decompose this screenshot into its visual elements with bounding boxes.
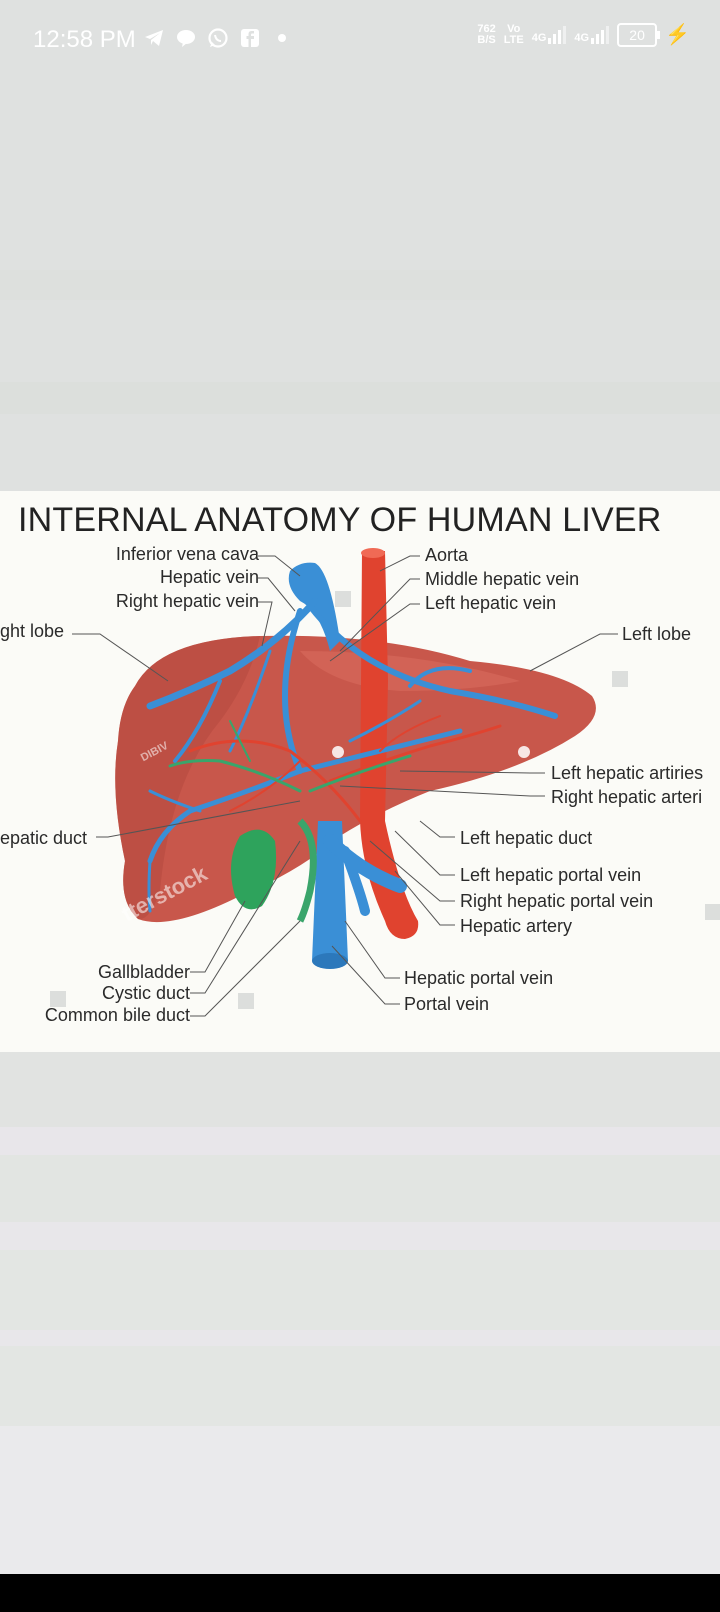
label-gallbladder: Gallbladder: [97, 962, 190, 982]
label-hepatic-artery: Hepatic artery: [460, 916, 573, 936]
background-band: [0, 1127, 720, 1155]
volte-indicator: Vo LTE: [503, 22, 524, 46]
volte-bottom: LTE: [503, 33, 524, 46]
charging-icon: ⚡: [665, 24, 690, 46]
notification-icons: [143, 27, 293, 49]
label-left-hepatic-portal-vein: Left hepatic portal vein: [460, 865, 642, 885]
watermark-circles: [332, 746, 530, 758]
diagram-title: INTERNAL ANATOMY OF HUMAN LIVER: [18, 501, 662, 539]
navigation-bar: [0, 1574, 720, 1612]
background-band: [0, 1250, 720, 1330]
background-band: [0, 1346, 720, 1426]
background-band: [0, 1426, 720, 1574]
chat-icon: [175, 27, 197, 49]
liver-anatomy-diagram[interactable]: INTERNAL ANATOMY OF HUMAN LIVER: [0, 491, 720, 1052]
whatsapp-icon: [207, 27, 229, 49]
label-portal-vein: Portal vein: [404, 994, 490, 1014]
background-band: [0, 270, 720, 300]
label-right-hepatic-arteries: Right hepatic arteri: [551, 787, 703, 807]
status-bar: 12:58 PM 762 B/S Vo LTE 4G 4: [0, 0, 720, 82]
label-left-hepatic-vein: Left hepatic vein: [425, 593, 557, 613]
signal-sim2-label: 4G: [574, 31, 590, 44]
background-band: [0, 1052, 720, 1127]
background-band: [0, 1330, 720, 1346]
label-left-hepatic-duct: Left hepatic duct: [460, 828, 593, 848]
status-right-group: 762 B/S Vo LTE 4G 4G 20 ⚡: [477, 22, 690, 47]
signal-sim1-label: 4G: [531, 31, 547, 44]
background-band: [0, 1222, 720, 1250]
signal-sim2: 4G: [574, 25, 610, 44]
hepatic-artery-network: [188, 715, 502, 823]
liver-highlight: [300, 651, 520, 691]
label-left-hepatic-arteries: Left hepatic artiries: [551, 763, 704, 783]
label-right-hepatic-vein: Right hepatic vein: [115, 591, 259, 611]
bile-duct-network: [168, 720, 412, 793]
status-time: 12:58 PM: [33, 26, 136, 53]
liver-illustration: [50, 548, 720, 1017]
signal-sim1: 4G: [531, 25, 567, 44]
battery-icon: 20: [617, 22, 661, 47]
bile-duct: [296, 818, 317, 923]
background-band: [0, 382, 720, 414]
label-right-hepatic-portal-vein: Right hepatic portal vein: [460, 891, 654, 911]
facebook-icon: [239, 27, 261, 49]
network-speed-unit: B/S: [477, 33, 496, 46]
signal-bars-icon: [591, 25, 610, 44]
label-hepatic-vein: Hepatic vein: [159, 567, 259, 587]
label-leader-lines: [72, 555, 618, 1017]
portal-vein-branch: [340, 846, 370, 916]
network-speed: 762 B/S: [477, 22, 496, 46]
label-right-lobe: ght lobe: [0, 621, 65, 641]
label-hepatic-duct: epatic duct: [0, 828, 88, 848]
network-speed-value: 762: [477, 22, 496, 35]
volte-top: Vo: [507, 22, 521, 35]
label-aorta: Aorta: [425, 545, 469, 565]
label-middle-hepatic-vein: Middle hepatic vein: [425, 569, 580, 589]
label-left-lobe: Left lobe: [622, 624, 692, 644]
gallbladder: [231, 829, 277, 910]
label-common-bile-duct: Common bile duct: [44, 1005, 190, 1025]
battery-level: 20: [629, 26, 645, 43]
ivc-bottom: [312, 953, 348, 969]
signal-bars-icon: [548, 25, 567, 44]
aorta-top: [361, 548, 385, 558]
watermark-squares: [50, 591, 720, 1009]
telegram-icon: [143, 27, 165, 49]
label-inferior-vena-cava: Inferior vena cava: [115, 544, 259, 564]
label-hepatic-portal-vein: Hepatic portal vein: [404, 968, 554, 988]
portal-vein: [323, 834, 407, 893]
label-cystic-duct: Cystic duct: [101, 983, 190, 1003]
background-band: [0, 1155, 720, 1222]
dot-icon: [271, 27, 293, 49]
aorta: [360, 551, 419, 939]
